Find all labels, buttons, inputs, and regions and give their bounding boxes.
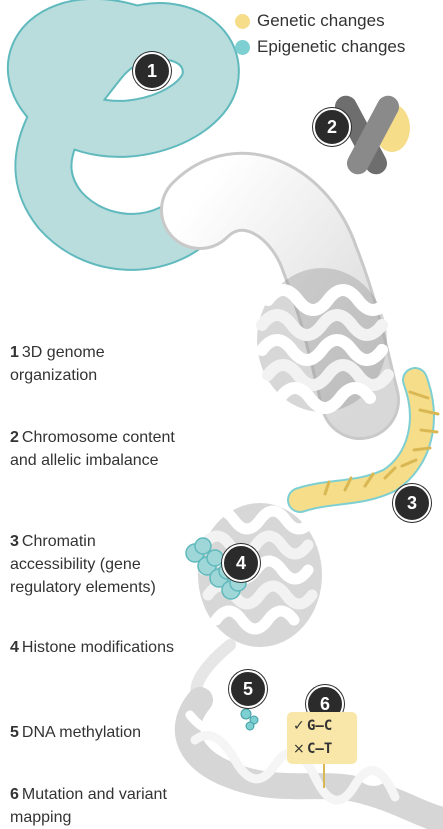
cross-icon: × bbox=[293, 741, 307, 757]
key-item-5-number: 5 bbox=[10, 724, 19, 741]
callout-row-match: ✓ G–C bbox=[293, 714, 357, 737]
key-item-2-text: Chromosome content and allelic imbalance bbox=[10, 429, 175, 469]
marker-5-label: 5 bbox=[243, 679, 253, 700]
epigenetic-dot-icon bbox=[235, 40, 250, 55]
key-item-1: 13D genome organization bbox=[10, 341, 185, 387]
key-item-5-text: DNA methylation bbox=[22, 724, 141, 741]
marker-5: 5 bbox=[229, 670, 267, 708]
check-icon: ✓ bbox=[293, 718, 307, 734]
key-item-1-text: 3D genome organization bbox=[10, 344, 105, 384]
key-item-3-text: Chromatin accessibility (gene regulatory… bbox=[10, 533, 156, 596]
marker-3: 3 bbox=[393, 484, 431, 522]
key-item-6-text: Mutation and variant mapping bbox=[10, 786, 167, 826]
legend-genetic-label: Genetic changes bbox=[257, 11, 385, 31]
key-item-2: 2Chromosome content and allelic imbalanc… bbox=[10, 426, 185, 472]
key-item-6-number: 6 bbox=[10, 786, 19, 803]
key-item-4: 4Histone modifications bbox=[10, 636, 185, 659]
key-item-6: 6Mutation and variant mapping bbox=[10, 783, 185, 829]
marker-4-label: 4 bbox=[236, 553, 246, 574]
key-item-3-number: 3 bbox=[10, 533, 19, 550]
key-item-4-text: Histone modifications bbox=[22, 639, 174, 656]
legend: Genetic changes Epigenetic changes bbox=[235, 8, 405, 60]
key-item-1-number: 1 bbox=[10, 344, 19, 361]
mutation-callout: ✓ G–C × C–T bbox=[287, 712, 357, 764]
marker-1: 1 bbox=[133, 52, 171, 90]
callout-mismatch-text: C–T bbox=[307, 741, 332, 757]
legend-epigenetic: Epigenetic changes bbox=[235, 34, 405, 60]
callout-row-mismatch: × C–T bbox=[293, 737, 357, 760]
marker-2: 2 bbox=[313, 108, 351, 146]
marker-3-label: 3 bbox=[407, 493, 417, 514]
callout-match-text: G–C bbox=[307, 718, 332, 734]
chromatin-coil-lower bbox=[196, 503, 322, 700]
genetic-dot-icon bbox=[235, 14, 250, 29]
marker-4: 4 bbox=[222, 544, 260, 582]
marker-1-label: 1 bbox=[147, 61, 157, 82]
key-item-2-number: 2 bbox=[10, 429, 19, 446]
marker-2-label: 2 bbox=[327, 117, 337, 138]
key-item-5: 5DNA methylation bbox=[10, 721, 185, 744]
key-item-4-number: 4 bbox=[10, 639, 19, 656]
legend-epigenetic-label: Epigenetic changes bbox=[257, 37, 405, 57]
legend-genetic: Genetic changes bbox=[235, 8, 405, 34]
key-item-3: 3Chromatin accessibility (gene regulator… bbox=[10, 530, 185, 599]
chromatin-coil-upper bbox=[257, 268, 388, 412]
